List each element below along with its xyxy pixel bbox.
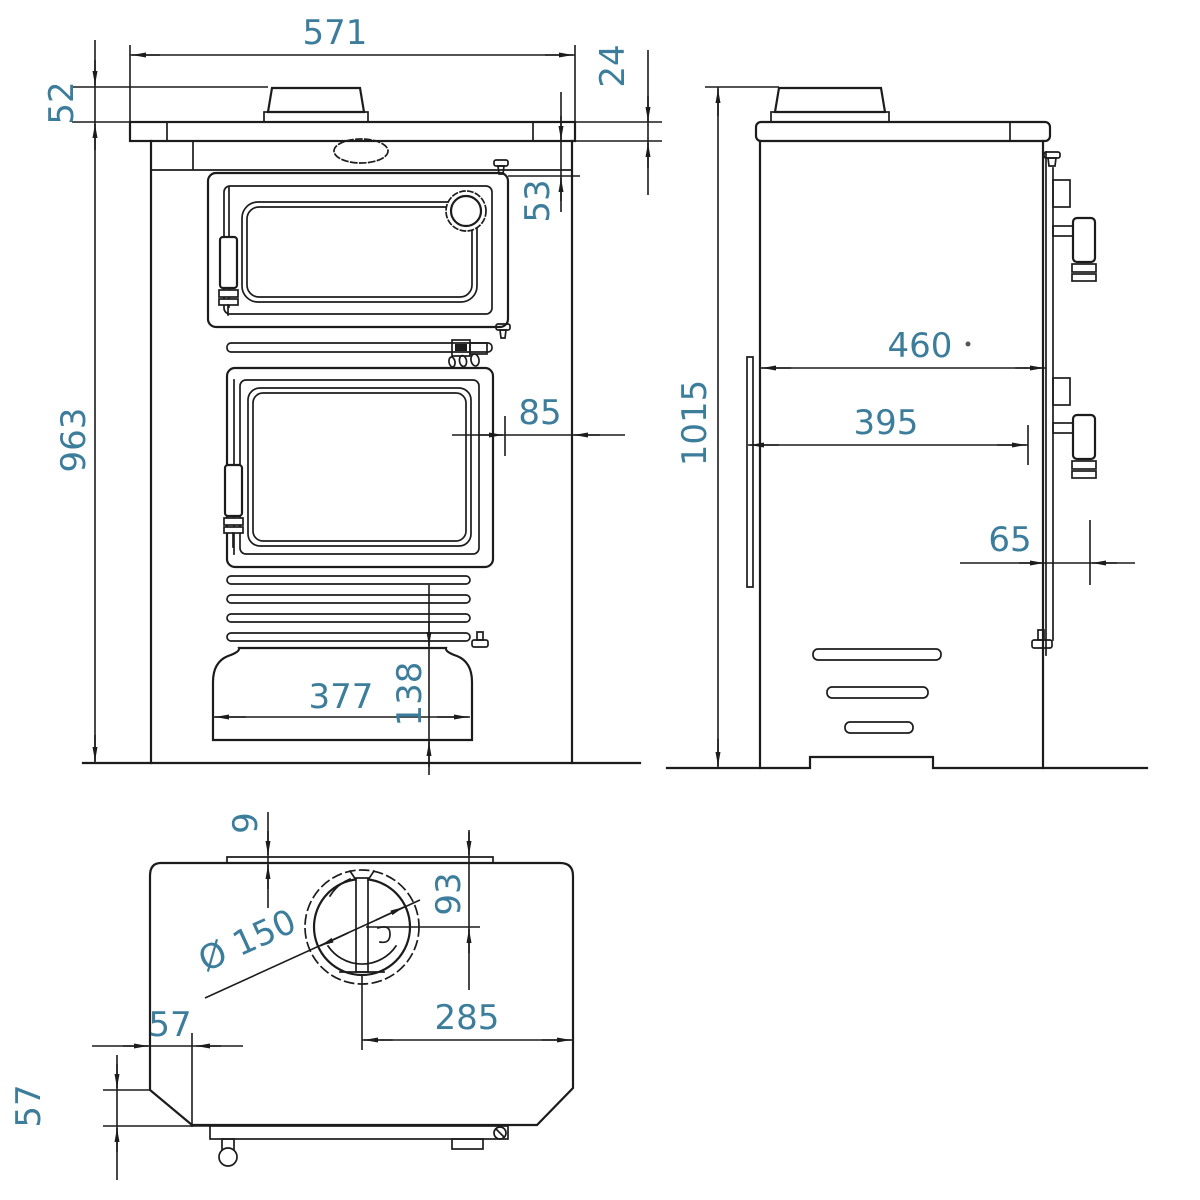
dim-handle-protrusion: 65 [960,520,1135,585]
upper-door [206,171,510,329]
top-plate-rear-lip [226,856,494,864]
trim-screw [493,1126,507,1140]
side-pins [1031,151,1061,649]
svg-text:Ø 150: Ø 150 [193,902,303,981]
dim-door-margin: 85 [452,393,625,456]
side-door-profile [1045,151,1054,656]
front-elevation-view [81,86,642,765]
brand-oval-plaque [333,138,389,164]
lower-door-glass [247,387,472,547]
dim-chamfer-width: 57 [92,1005,243,1127]
dim-lip-offset: 9 [226,812,271,908]
side-floor-line [665,755,1149,770]
svg-text:53: 53 [518,179,558,222]
side-elevation-view [665,86,1149,770]
bottom-grille-slats [226,575,471,642]
dim-chamfer-depth: 57 [9,1055,210,1180]
svg-text:9: 9 [226,812,266,834]
svg-text:1015: 1015 [675,380,715,467]
side-top-plate [754,120,1052,143]
flue-centerlines [361,926,480,1050]
svg-text:285: 285 [435,998,500,1038]
side-upper-handle [1052,216,1097,282]
upper-door-glass [241,201,478,303]
top-front-trim [209,1125,509,1167]
side-lower-handle [1052,413,1097,479]
dim-flue-center-to-right: 285 [362,998,573,1043]
front-foot [218,1147,238,1167]
side-louver-vents [812,648,942,734]
air-control-strip [226,339,493,368]
front-dimensions: 571 52 963 24 53 [42,13,662,775]
svg-text:65: 65 [988,520,1031,560]
dim-collar-height: 52 [42,40,268,763]
svg-text:377: 377 [309,677,374,717]
svg-text:24: 24 [593,44,633,87]
upper-hinge-lug [1052,179,1071,208]
side-flue-collar [770,86,890,123]
svg-text:395: 395 [854,403,919,443]
front-body-outline [149,139,574,765]
front-flue-collar [263,86,369,123]
svg-text:85: 85 [518,393,561,433]
svg-text:57: 57 [9,1084,49,1127]
svg-text:460: 460 [888,326,953,366]
upper-door-handle [218,186,239,316]
side-body-outline [758,139,1045,770]
front-top-seam [150,140,573,171]
dim-body-height: 963 [54,408,98,761]
dim-base-width: 377 [213,677,470,720]
svg-text:57: 57 [148,1005,191,1045]
lower-door-handle [223,379,244,555]
lower-hinge-lug [1052,377,1071,406]
rear-heat-shield [746,356,754,588]
dim-plate-to-door: 53 [508,92,580,223]
front-plinth [211,646,474,742]
dim-front-overall-width: 571 [129,13,576,135]
lower-door [225,366,495,569]
dim-base-height: 138 [390,585,432,775]
dim-body-depth: 395 [748,403,1029,465]
top-plan-view [148,856,575,1167]
dim-flue-center-from-rear: 93 [429,830,472,990]
dim-overall-height: 1015 [675,86,779,768]
thermometer-dial [449,194,483,228]
door-hinge-pins [471,159,511,648]
front-top-plate [128,120,577,143]
annotation-dot [965,341,971,347]
svg-text:52: 52 [42,81,82,124]
svg-text:571: 571 [303,13,368,53]
svg-text:138: 138 [390,662,430,727]
side-dimensions: 1015 460 395 65 [675,86,1135,768]
dim-plate-thickness: 24 [575,44,662,195]
svg-text:93: 93 [429,872,469,915]
dim-overall-depth: 460 [760,326,1046,371]
top-view-outline [148,861,575,1127]
svg-text:963: 963 [54,408,94,473]
